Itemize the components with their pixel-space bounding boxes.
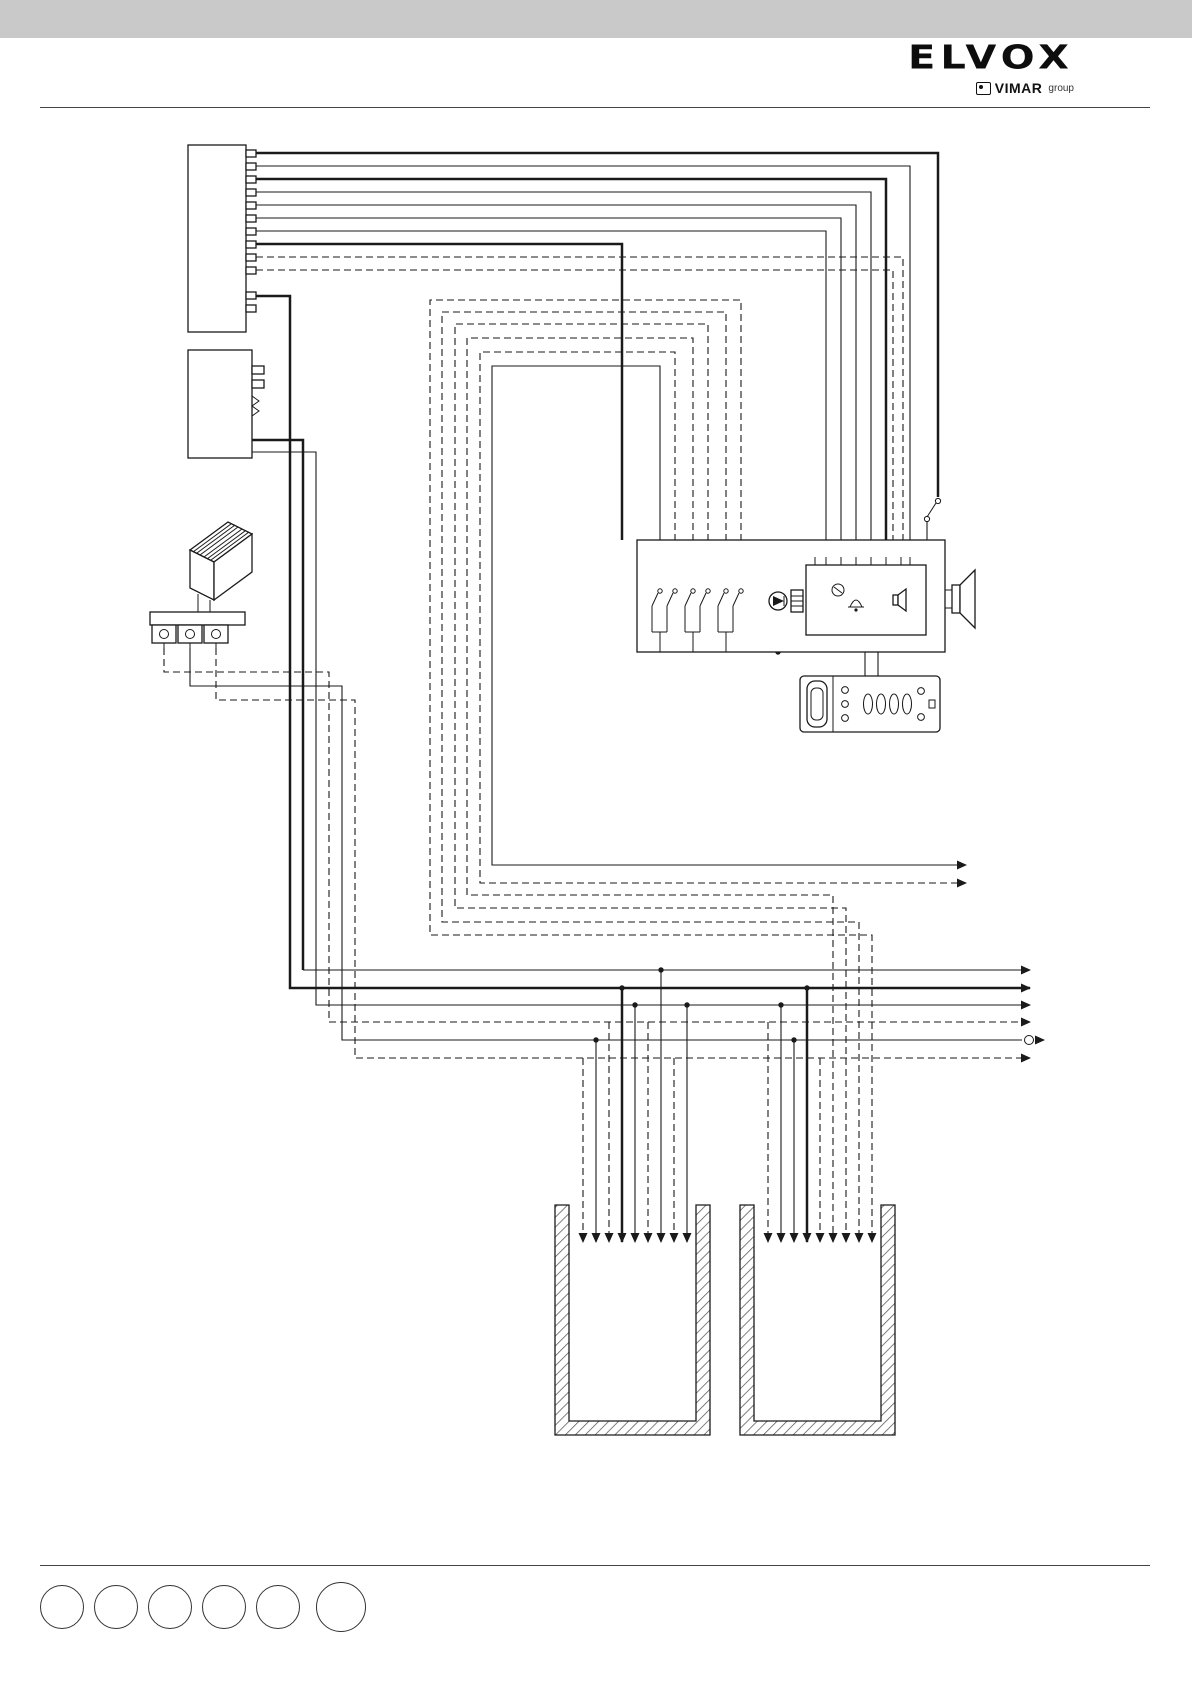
entrance-panel: [636, 539, 946, 653]
vimar-group-logo: VIMAR group: [908, 80, 1074, 96]
call-buttons: [863, 693, 912, 715]
interphone-unit: [799, 675, 941, 733]
terminal-strip: [149, 611, 246, 648]
header-bar: [0, 0, 1192, 38]
resistor-block: [790, 589, 804, 613]
flush-mount-back-box-right: [739, 1204, 896, 1436]
call-button-switches: [651, 588, 744, 652]
led-indicator: [768, 591, 788, 611]
certification-circle: [148, 1585, 192, 1629]
footer-rule: [40, 1565, 1150, 1566]
flush-mount-back-box-left: [554, 1204, 711, 1436]
certification-circle: [40, 1585, 84, 1629]
vimar-logo-icon: [975, 81, 991, 95]
power-supply-unit: [187, 144, 257, 333]
elvox-logo: ELVOX: [908, 39, 1074, 77]
mini-speaker-icon: [892, 587, 907, 613]
relay-module-isometric: [188, 521, 254, 612]
certification-circle: [94, 1585, 138, 1629]
brand-block: ELVOX VIMAR group: [908, 39, 1074, 96]
speech-unit: [805, 557, 927, 636]
speaker-horn-icon: [945, 568, 976, 630]
vimar-group-suffix: group: [1048, 82, 1074, 94]
auxiliary-power-unit: [187, 349, 265, 459]
vimar-logo-text: VIMAR: [994, 80, 1043, 96]
handset-icon: [806, 680, 828, 728]
wiring-harness: [163, 151, 1045, 1243]
header-rule: [40, 107, 1150, 108]
certification-circle: [256, 1585, 300, 1629]
certification-circle: [202, 1585, 246, 1629]
bell-icon: [848, 599, 864, 612]
certification-circle: [316, 1582, 366, 1632]
external-switch: [923, 497, 942, 540]
certification-marks: [40, 1582, 366, 1632]
